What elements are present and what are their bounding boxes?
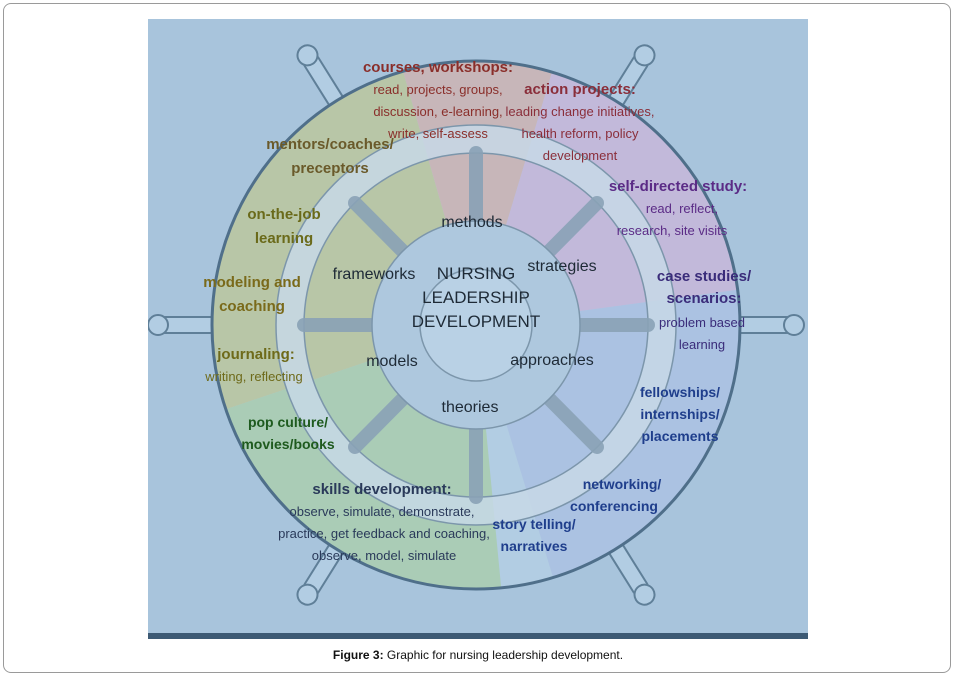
- mentors-line-2: preceptors: [291, 160, 369, 177]
- label-fellowships: fellowships/ internships/ placements: [640, 384, 720, 444]
- pop-line-1: pop culture/: [248, 414, 328, 430]
- label-journaling: journaling: writing, reflecting: [204, 346, 303, 384]
- skills-line-2: practice, get feedback and coaching,: [278, 526, 490, 541]
- network-line-2: conferencing: [570, 498, 658, 514]
- case-line-2: learning: [679, 337, 725, 352]
- handle-top-right: [607, 44, 656, 109]
- onjob-line-2: learning: [255, 230, 313, 247]
- action-title: action projects:: [524, 81, 636, 98]
- label-courses: courses, workshops: read, projects, grou…: [363, 59, 513, 141]
- inner-ring-outline-outer: [275, 124, 677, 526]
- journal-line-1: writing, reflecting: [204, 369, 303, 384]
- label-theories: theories: [442, 399, 499, 416]
- case-title-2: scenarios:: [666, 290, 741, 307]
- wheel-handles: [148, 44, 805, 606]
- story-line-1: story telling/: [492, 516, 575, 532]
- wheel-svg: NURSING LEADERSHIP DEVELOPMENT methods s…: [148, 44, 808, 639]
- label-models: models: [366, 353, 418, 370]
- journal-title: journaling:: [216, 346, 295, 363]
- label-approaches: approaches: [510, 352, 594, 369]
- caption-text: Graphic for nursing leadership developme…: [383, 648, 624, 662]
- hub-title: NURSING LEADERSHIP DEVELOPMENT: [412, 264, 540, 331]
- skills-line-1: observe, simulate, demonstrate,: [290, 504, 475, 519]
- skills-line-3: observe, model, simulate: [312, 548, 457, 563]
- label-self-directed: self-directed study: read, reflect, rese…: [609, 178, 747, 238]
- label-story-telling: story telling/ narratives: [492, 516, 575, 554]
- fellow-line-3: placements: [641, 428, 718, 444]
- label-action-projects: action projects: leading change initiati…: [506, 81, 655, 163]
- selfdir-line-2: research, site visits: [617, 223, 728, 238]
- case-line-1: problem based: [659, 315, 745, 330]
- action-line-1: leading change initiatives,: [506, 104, 655, 119]
- network-line-1: networking/: [583, 476, 662, 492]
- pop-line-2: movies/books: [241, 436, 335, 452]
- wheel-rim: [210, 59, 742, 591]
- inner-ring: [276, 125, 676, 525]
- courses-title: courses, workshops:: [363, 59, 513, 76]
- handle-left: [148, 314, 219, 336]
- label-case-studies: case studies/ scenarios: problem based l…: [657, 268, 752, 352]
- caption-label: Figure 3:: [332, 648, 384, 662]
- mentors-line-1: mentors/coaches/: [266, 136, 394, 153]
- hub-line-2: LEADERSHIP: [422, 288, 530, 307]
- label-networking: networking/ conferencing: [570, 476, 661, 514]
- action-line-2: health reform, policy: [521, 126, 639, 141]
- fellow-line-1: fellowships/: [640, 384, 720, 400]
- story-line-2: narratives: [501, 538, 568, 554]
- fellow-line-2: internships/: [640, 406, 719, 422]
- label-strategies: strategies: [527, 258, 596, 275]
- label-on-the-job: on-the-job learning: [247, 206, 320, 247]
- selfdir-line-1: read, reflect,: [646, 201, 718, 216]
- action-line-3: development: [543, 148, 618, 163]
- inner-labels: methods strategies approaches theories m…: [333, 214, 597, 416]
- label-pop-culture: pop culture/ movies/books: [241, 414, 335, 452]
- label-methods: methods: [441, 214, 502, 231]
- skills-title: skills development:: [312, 481, 451, 498]
- handle-top-left: [296, 44, 345, 109]
- modeling-line-2: coaching: [219, 298, 285, 315]
- courses-line-1: read, projects, groups,: [373, 82, 502, 97]
- hub-line-1: NURSING: [437, 264, 515, 283]
- label-modeling: modeling and coaching: [203, 274, 301, 315]
- hub-disc: [419, 268, 533, 382]
- wheel-graphic: NURSING LEADERSHIP DEVELOPMENT methods s…: [148, 19, 808, 639]
- selfdir-title: self-directed study:: [609, 178, 747, 195]
- label-mentors: mentors/coaches/ preceptors: [266, 136, 394, 177]
- handle-bottom-right: [607, 541, 656, 606]
- onjob-line-1: on-the-job: [247, 206, 320, 223]
- label-frameworks: frameworks: [333, 266, 416, 283]
- hub-line-3: DEVELOPMENT: [412, 312, 540, 331]
- case-title-1: case studies/: [657, 268, 752, 285]
- courses-line-2: discussion, e-learning,: [373, 104, 502, 119]
- courses-line-3: write, self-assess: [387, 126, 488, 141]
- figure-caption: Figure 3: Graphic for nursing leadership…: [0, 648, 956, 662]
- panel-bottom-bar: [148, 633, 808, 639]
- label-skills: skills development: observe, simulate, d…: [278, 481, 490, 563]
- modeling-line-1: modeling and: [203, 274, 301, 291]
